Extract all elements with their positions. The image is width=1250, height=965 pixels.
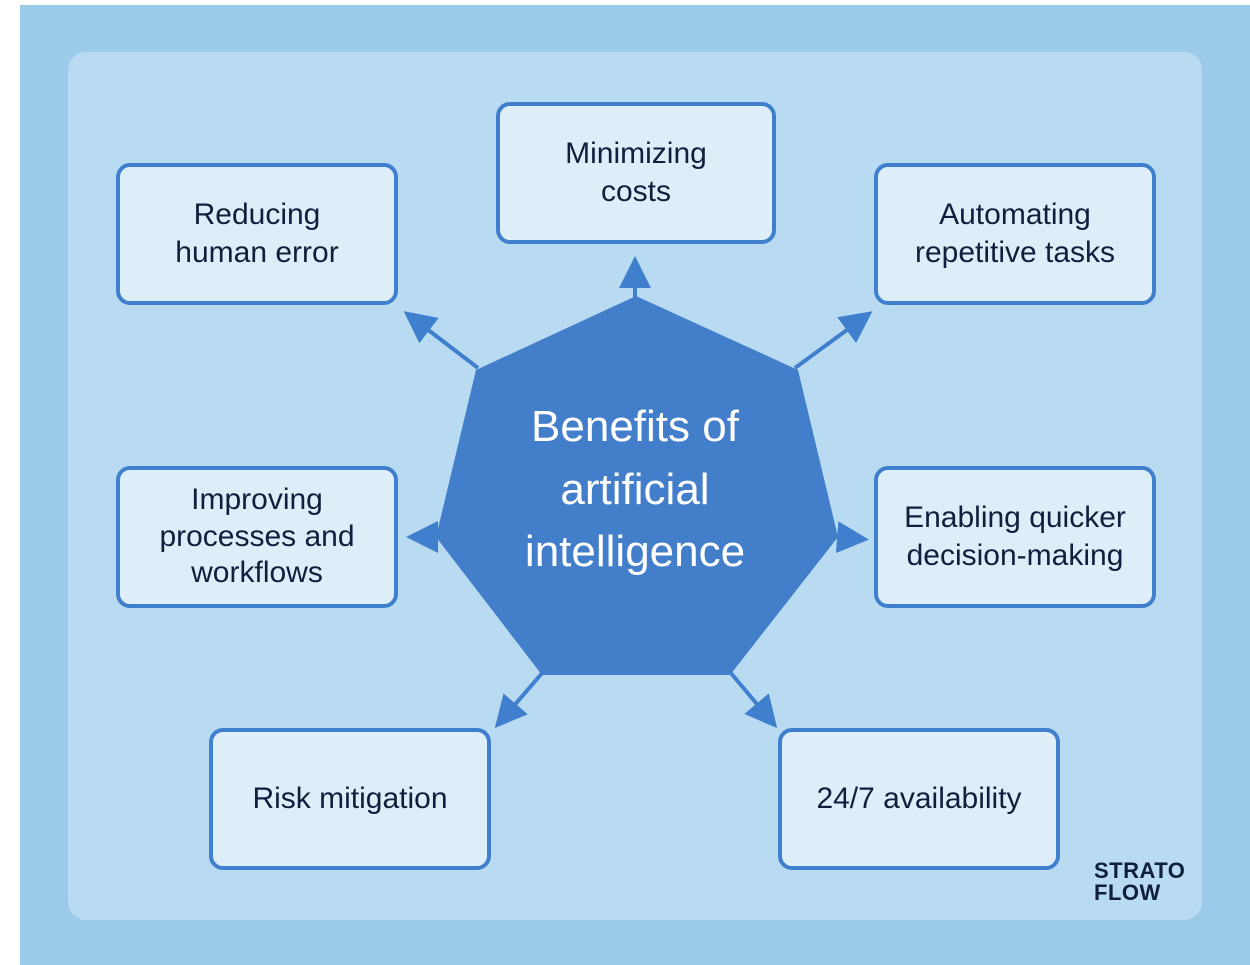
benefit-label-line: human error: [175, 236, 339, 269]
center-title-line: Benefits of: [531, 402, 739, 452]
benefit-quicker-decisions: Enabling quicker decision-making: [874, 466, 1156, 608]
center-title: Benefits of artificial intelligence: [470, 395, 800, 585]
benefit-label-line: Automating: [939, 197, 1091, 231]
logo-line-2: FLOW: [1094, 880, 1161, 905]
stratoflow-logo: STRATO FLOW: [1094, 860, 1204, 910]
benefit-minimizing-costs: Minimizing costs: [496, 102, 776, 244]
benefit-availability: 24/7 availability: [778, 728, 1060, 870]
benefit-label-line: decision-making: [906, 539, 1124, 572]
center-title-line: artificial: [560, 464, 710, 514]
benefit-risk-mitigation: Risk mitigation: [209, 728, 491, 870]
benefit-label-line: Risk mitigation: [252, 781, 448, 815]
benefit-label-line: workflows: [191, 556, 323, 590]
benefit-label-line: Reducing: [193, 197, 321, 231]
logo-line-1: STRATO: [1094, 858, 1186, 883]
center-heptagon: [436, 296, 838, 675]
benefit-label-line: Minimizing: [565, 136, 707, 170]
benefit-improving-processes: Improving processes and workflows: [116, 466, 398, 608]
arrow-to-automating-tasks: [793, 311, 873, 370]
benefit-label-line: 24/7 availability: [816, 781, 1022, 815]
arrow-to-reducing-human-error: [403, 311, 480, 370]
benefit-label-line: repetitive tasks: [914, 236, 1116, 269]
benefit-label-line: processes and: [159, 519, 355, 553]
arrow-to-risk-mitigation: [494, 670, 545, 729]
benefit-label-line: costs: [600, 175, 671, 208]
benefit-reducing-human-error: Reducing human error: [116, 163, 398, 305]
arrow-to-quicker-decisions: [834, 521, 869, 554]
center-title-line: intelligence: [524, 527, 746, 577]
benefit-label-line: Improving: [191, 483, 323, 517]
benefit-automating-tasks: Automating repetitive tasks: [874, 163, 1156, 305]
arrow-to-availability: [728, 670, 778, 729]
benefit-label-line: Enabling quicker: [904, 500, 1126, 534]
